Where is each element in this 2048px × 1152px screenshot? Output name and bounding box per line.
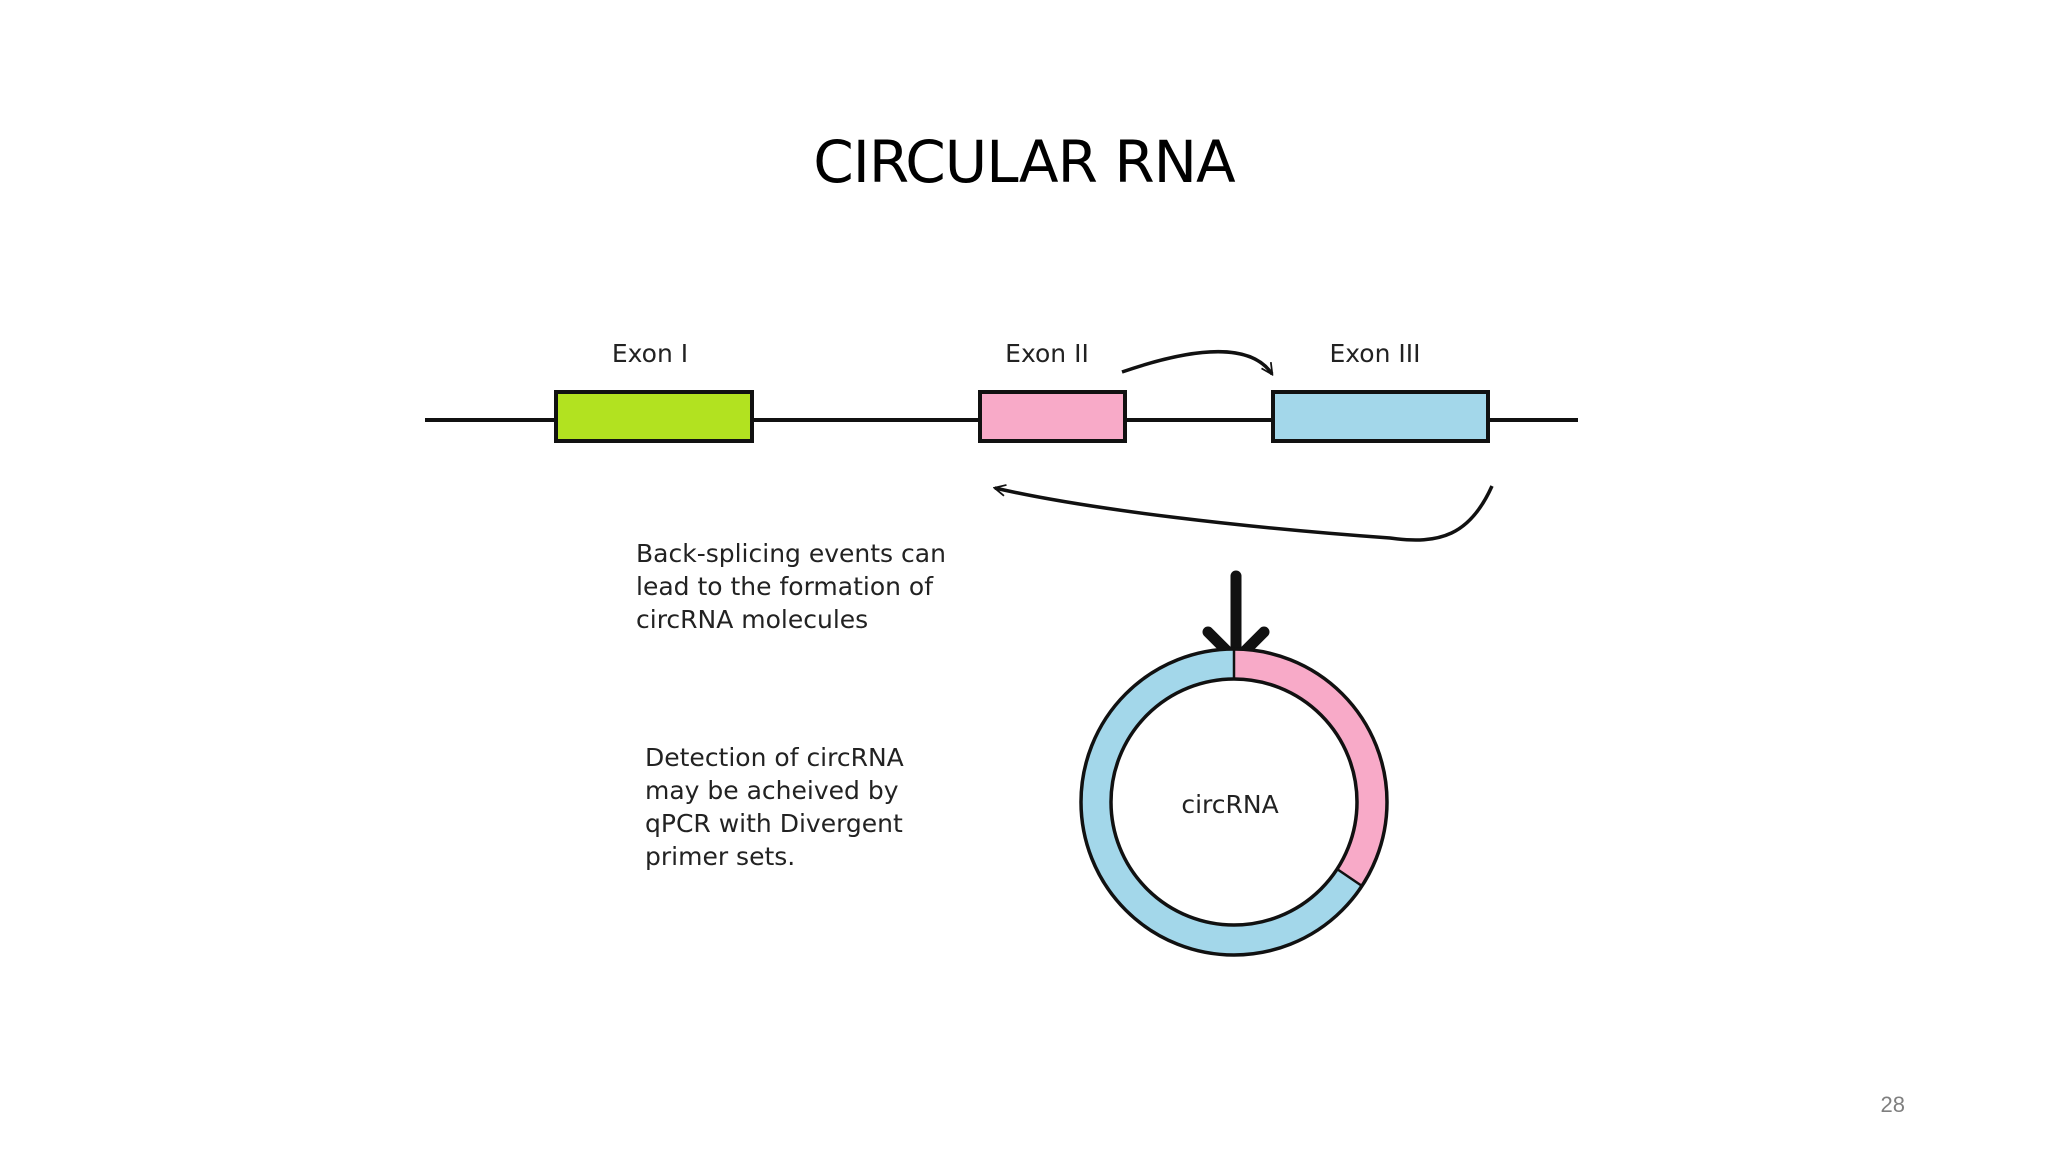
circrna-ring-pink-segment	[1233, 649, 1387, 887]
back-splicing-text: Back-splicing events can lead to the for…	[636, 539, 954, 634]
circrna-ring	[1079, 647, 1389, 957]
exon-1-label: Exon I	[612, 339, 688, 368]
exon-3-label: Exon III	[1329, 339, 1420, 368]
back-splicing-line-1: Back-splicing events can	[636, 539, 946, 568]
exon-1-box	[554, 390, 754, 443]
circrna-junction-right	[1336, 867, 1363, 888]
exon-2-label: Exon II	[1005, 339, 1089, 368]
detection-line-4: primer sets.	[645, 842, 795, 871]
detection-line-1: Detection of circRNA	[645, 743, 904, 772]
exon-2-box	[978, 390, 1127, 443]
back-splicing-line-3: circRNA molecules	[636, 605, 868, 634]
splice-arrow	[1121, 350, 1272, 374]
back-splicing-line-2: lead to the formation of	[636, 572, 934, 601]
back-splice-arrow	[995, 486, 1494, 542]
detection-line-2: may be acheived by	[645, 776, 899, 805]
exon-3-box	[1271, 390, 1490, 443]
detection-line-3: qPCR with Divergent	[645, 809, 903, 838]
detection-text: Detection of circRNA may be acheived by …	[645, 743, 912, 871]
slide-title: CIRCULAR RNA	[813, 128, 1235, 196]
circrna-label: circRNA	[1181, 790, 1278, 819]
page-number: 28	[1880, 1092, 1905, 1117]
